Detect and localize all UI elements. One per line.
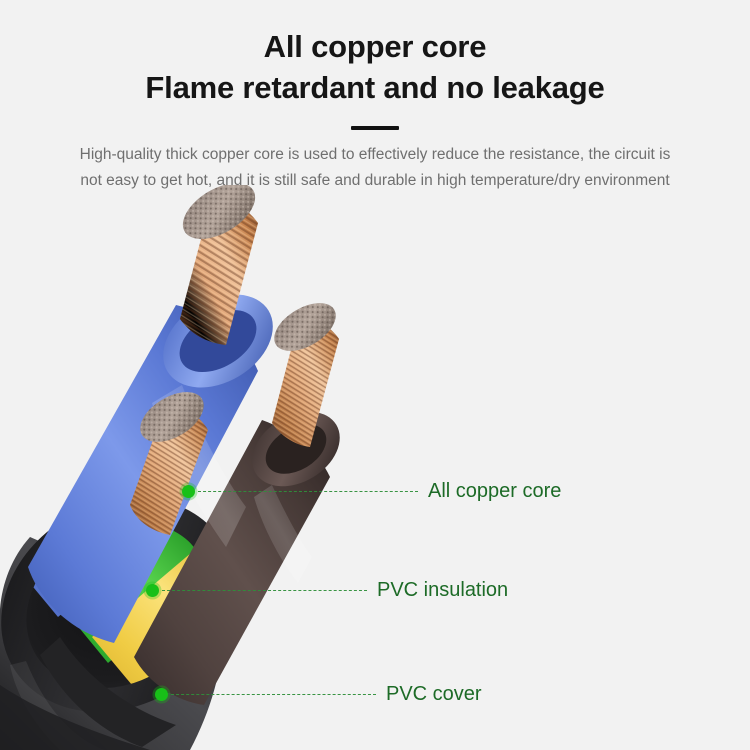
cable-cutaway-illustration: [0, 185, 430, 750]
title-divider: [351, 126, 399, 131]
title-line-2: Flame retardant and no leakage: [145, 70, 605, 106]
pvc-cover-front-lip: [0, 637, 176, 750]
copper-bundle-brown-wire: [272, 303, 339, 447]
copper-bundle-blue-wire: [180, 185, 258, 345]
title-line-1: All copper core: [263, 29, 487, 64]
subtitle: High-quality thick copper core is used t…: [22, 142, 728, 192]
copper-bundle-center-wire: [130, 392, 208, 535]
header: All copper core Flame retardant and no l…: [0, 0, 750, 193]
page-title: All copper core Flame retardant and no l…: [0, 26, 750, 108]
callout-label: All copper core: [428, 480, 562, 502]
subtitle-line-1: High-quality thick copper core is used t…: [79, 146, 671, 164]
